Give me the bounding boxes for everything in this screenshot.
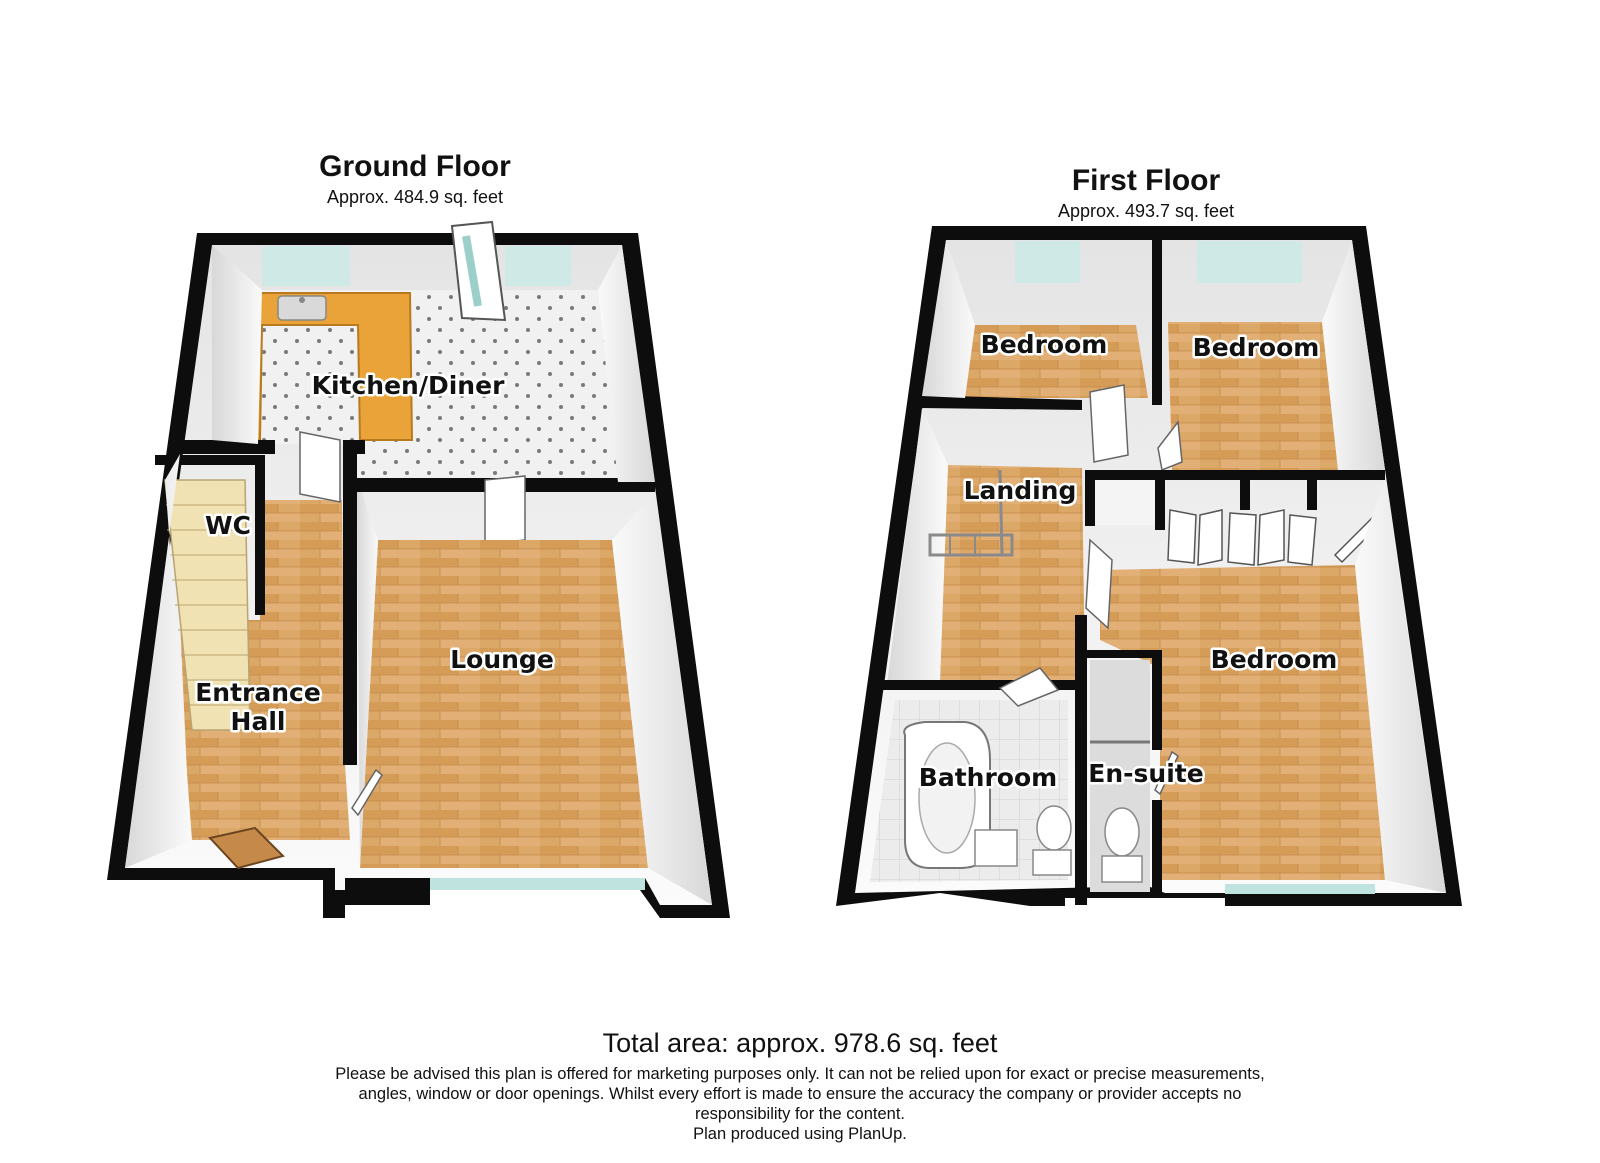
entrance-hall-floor [180,500,350,840]
room-label-kitchen-diner: Kitchen/Diner [312,371,505,400]
patio-door-glass [462,235,482,307]
kitchen-floor [258,290,618,482]
kitchen-lounge-door [484,475,526,545]
bedroom-main-floor [1100,565,1385,880]
ground-floor-plan: Ground Floor Approx. 484.9 sq. feet Kitc… [107,150,730,918]
room-label-landing: Landing [964,476,1077,505]
ensuite-shower-door [1090,740,1179,796]
disclaimer-line: responsibility for the content. [694,1105,906,1123]
ensuite-left-wall [1075,615,1087,905]
bedroom-right-door [1157,420,1183,472]
bedroom-main-door [1085,538,1113,630]
disclaimer-line: Please be advised this plan is offered f… [335,1065,1265,1083]
lounge-floor [360,540,648,868]
disclaimer-line: angles, window or door openings. Whilst … [358,1085,1242,1103]
kitchen-window-left [262,246,350,286]
room-label-lounge: Lounge [450,645,554,674]
kitchen-partition-wall [180,440,275,454]
kitchen-window-right [505,246,571,286]
bathroom-basin [974,829,1018,867]
wardrobe-doors [1167,509,1384,566]
room-label-bedroom-right: Bedroom [1193,333,1320,362]
disclaimer-line: Plan produced using PlanUp. [693,1125,907,1143]
ground-floor-title: Ground Floor [319,150,511,183]
hall-lounge-partition [343,440,357,765]
bathroom-top-wall [880,680,1080,690]
bedroom-left-floor [965,325,1148,398]
hall-lounge-door [351,768,383,817]
room-label-hall: Hall [231,707,286,736]
landing-cupboard-wall [1085,470,1385,480]
bedroom-left-window [1015,241,1080,283]
landing-floor [940,465,1085,680]
kitchen-hall-door [299,431,341,503]
room-label-wc: WC [205,511,251,540]
bathroom-toilet [1032,805,1072,876]
lounge-window [430,878,645,890]
top-bedrooms-partition [1152,230,1162,405]
first-floor-plan: First Floor Approx. 493.7 sq. feet Bedro… [836,164,1462,906]
ensuite-toilet [1101,807,1143,883]
total-area: Total area: approx. 978.6 sq. feet [602,1028,998,1058]
ground-floor-area: Approx. 484.9 sq. feet [327,187,503,207]
front-door [208,826,285,870]
disclaimer: Please be advised this plan is offered f… [0,1064,1600,1144]
bedroom-left-door [1089,384,1129,463]
first-floor-title: First Floor [1072,164,1221,197]
bedroom-right-floor [1168,322,1338,470]
ensuite-right-wall [1152,650,1162,750]
room-label-ensuite: En-suite [1088,759,1203,788]
stair-railing [928,469,1014,557]
bathroom-door [998,667,1060,707]
staircase [164,479,251,731]
bedroom-right-window [1197,241,1302,283]
kitchen-sink [277,295,327,321]
room-label-bedroom-left: Bedroom [981,330,1108,359]
wc-enclosure [255,455,265,615]
room-label-entrance: Entrance [195,678,321,707]
room-label-bathroom: Bathroom [919,763,1057,792]
bedroom-main-window [1225,884,1375,894]
room-label-bedroom-main: Bedroom [1211,645,1338,674]
landing-top-wall [920,395,1082,410]
first-floor-area: Approx. 493.7 sq. feet [1058,201,1234,221]
